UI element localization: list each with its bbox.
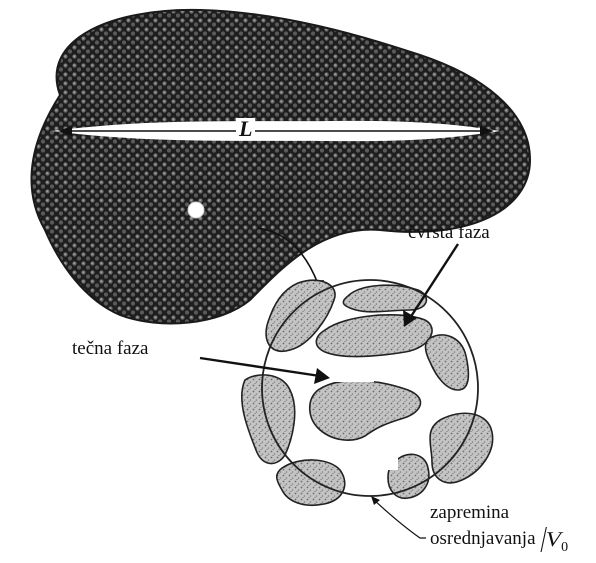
averaging-volume-leader: [374, 500, 426, 538]
liquid-phase-arrow-line: [200, 358, 320, 376]
liquid-patch: [352, 456, 398, 470]
volume-symbol-subscript: 0: [561, 540, 568, 555]
solid-grain: [430, 413, 493, 483]
solid-grain: [277, 460, 345, 505]
liquid-patch: [326, 364, 374, 382]
averaging-volume-label-line2: osrednjavanja: [430, 528, 536, 550]
length-label: L: [236, 118, 255, 140]
solid-grains: [242, 280, 493, 505]
solid-grain: [316, 315, 432, 357]
solid-grain: [426, 335, 469, 390]
solid-phase-arrow-line: [410, 244, 458, 318]
solid-grain: [242, 375, 295, 464]
averaging-volume-label-line1: zapremina: [430, 502, 509, 524]
volume-symbol: V0: [544, 527, 568, 556]
sample-point: [188, 202, 204, 218]
solid-grain: [310, 381, 421, 441]
solid-phase-label: čvrsta faza: [408, 222, 490, 244]
liquid-phase-label: tečna faza: [72, 338, 148, 360]
porous-body: [31, 10, 530, 324]
